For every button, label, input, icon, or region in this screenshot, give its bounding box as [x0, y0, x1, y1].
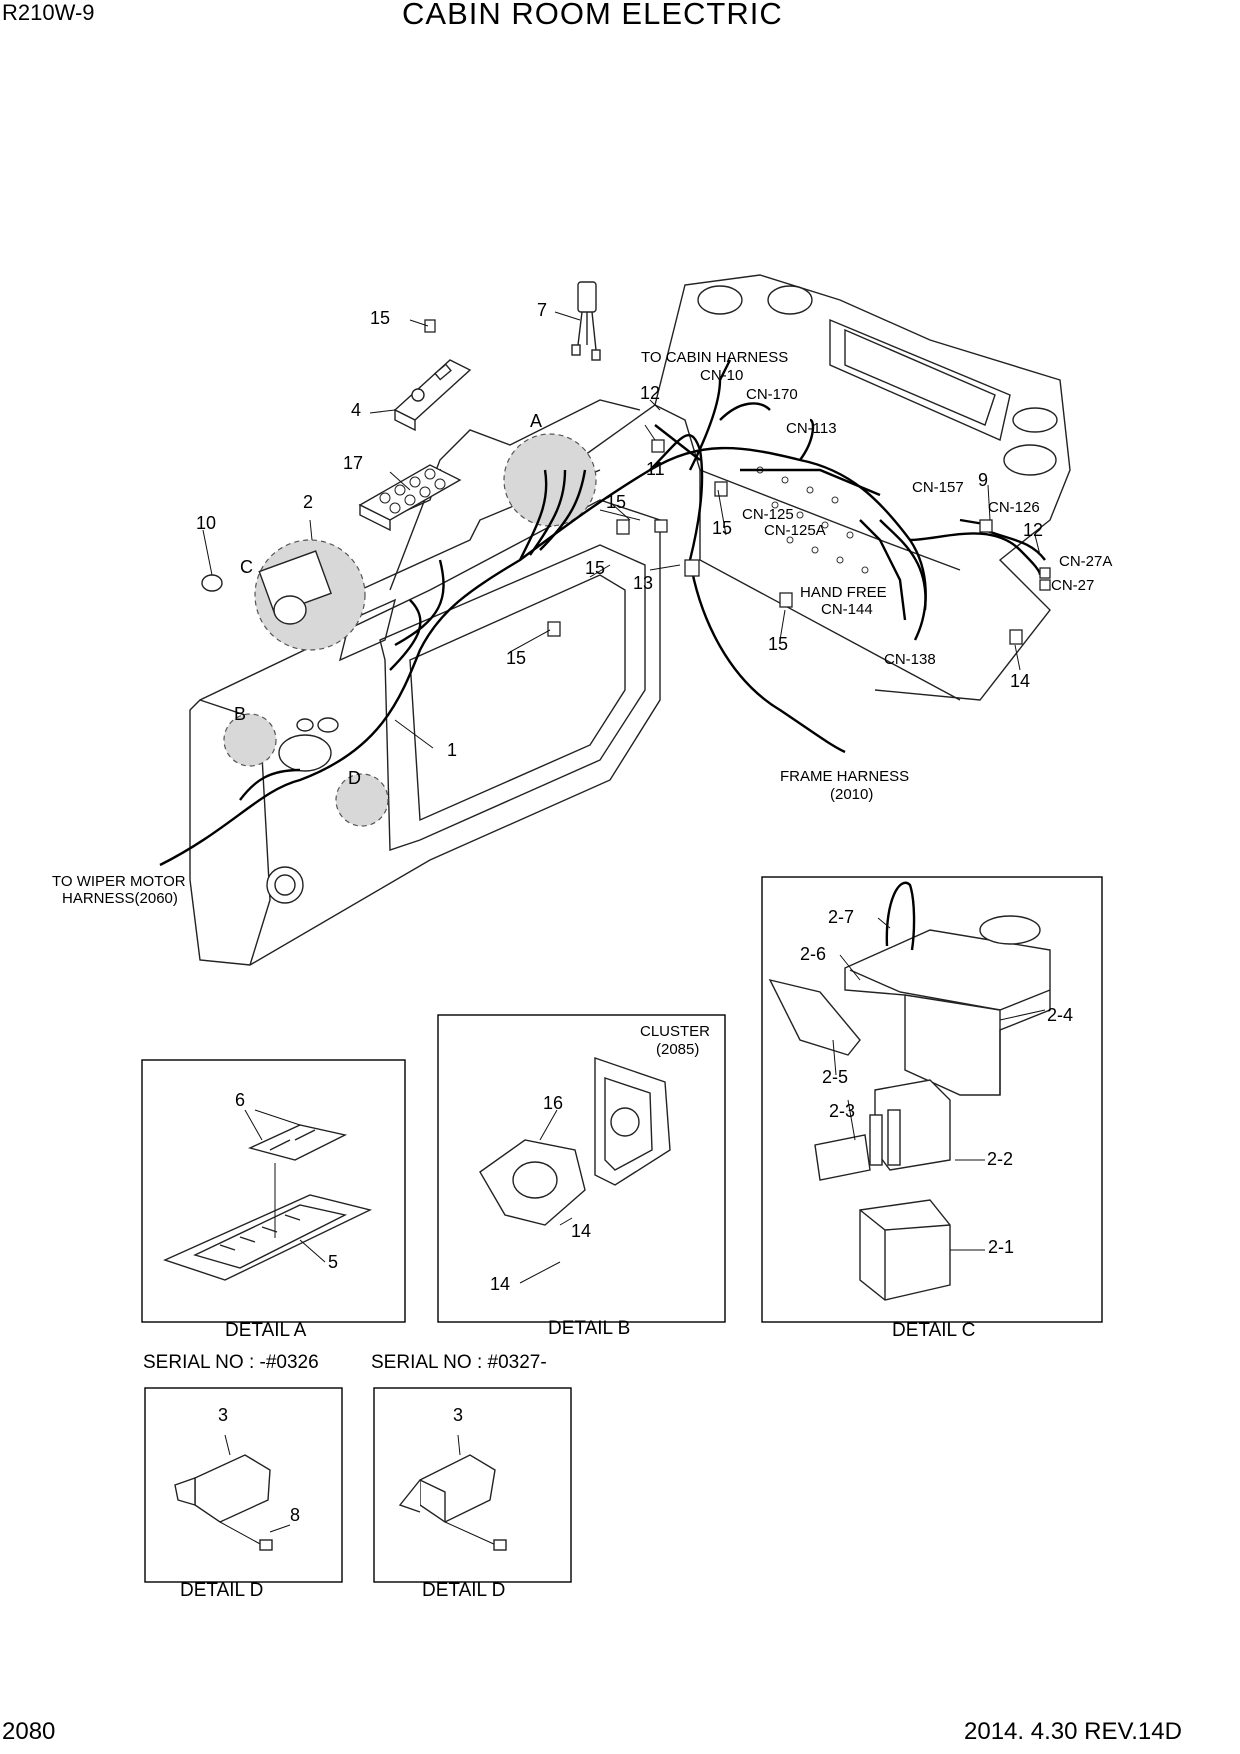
callout-2-2: 2-2: [987, 1149, 1014, 1169]
detail-b-region: [223, 713, 277, 767]
page-title: CABIN ROOM ELECTRIC: [402, 0, 783, 31]
connector-cn125a: CN-125A: [764, 522, 826, 539]
callout-8: 8: [290, 1505, 301, 1525]
detail-c-caption: DETAIL C: [892, 1320, 976, 1341]
callout-2-7: 2-7: [828, 907, 855, 927]
callout-2-6: 2-6: [800, 944, 827, 964]
wiper-harness-label-1: TO WIPER MOTOR: [52, 873, 186, 890]
page-number: 2080: [2, 1718, 56, 1745]
keypad-17: [358, 464, 462, 532]
wiper-harness-label-2: HARNESS(2060): [62, 890, 178, 907]
connector-cn125: CN-125: [742, 506, 794, 523]
callout-detail-b: B: [234, 704, 247, 724]
callout-15: 15: [768, 634, 789, 654]
callout-14: 14: [1010, 671, 1031, 691]
callout-3: 3: [453, 1405, 464, 1425]
callout-13: 13: [633, 573, 654, 593]
detail-a-art: [163, 1109, 373, 1281]
part-10-knob: [201, 574, 223, 592]
detail-b-caption: DETAIL B: [548, 1318, 631, 1339]
detail-d1-caption: DETAIL D: [180, 1580, 264, 1601]
hand-free-label: HAND FREE: [800, 584, 887, 601]
callout-2-3: 2-3: [829, 1101, 856, 1121]
callout-3: 3: [218, 1405, 229, 1425]
revision-date: 2014. 4.30 REV.14D: [964, 1718, 1182, 1745]
model-number: R210W-9: [2, 0, 95, 25]
serial-range-2: SERIAL NO : #0327-: [371, 1352, 547, 1373]
callout-15: 15: [606, 492, 627, 512]
callout-7: 7: [537, 300, 548, 320]
callout-11: 11: [646, 459, 665, 479]
callout-15: 15: [506, 648, 527, 668]
connector-cn27a: CN-27A: [1059, 553, 1113, 570]
side-console: [189, 399, 661, 966]
callout-2: 2: [303, 492, 314, 512]
cluster-label: CLUSTER: [640, 1023, 711, 1040]
callout-9: 9: [978, 470, 989, 490]
detail-a-caption: DETAIL A: [225, 1320, 307, 1341]
callout-2-1: 2-1: [988, 1237, 1015, 1257]
connector-cn126: CN-126: [988, 499, 1040, 516]
cabin-frame: [584, 274, 1071, 701]
callout-15: 15: [712, 518, 733, 538]
callout-17: 17: [343, 453, 364, 473]
serial-range-1: SERIAL NO : -#0326: [143, 1352, 319, 1373]
wire-harness: [159, 359, 1046, 867]
connector-cn10: CN-10: [700, 367, 744, 384]
detail-b-art: [479, 1057, 671, 1284]
callout-16: 16: [543, 1093, 564, 1113]
callout-2-5: 2-5: [822, 1067, 849, 1087]
callout-12: 12: [1023, 520, 1044, 540]
sensor-7: [571, 281, 601, 361]
detail-b-box: [437, 1014, 726, 1323]
connector-cn113: CN-113: [786, 420, 837, 437]
callout-detail-c: C: [240, 557, 253, 577]
detail-a-box: [141, 1059, 406, 1323]
callout-5: 5: [328, 1252, 339, 1272]
detail-d2-caption: DETAIL D: [422, 1580, 506, 1601]
connector-cn170: CN-170: [746, 386, 798, 403]
callout-10: 10: [196, 513, 217, 533]
detail-d-art: [174, 1434, 507, 1551]
leader-lines: [202, 311, 1041, 749]
callout-15: 15: [370, 308, 391, 328]
callout-6: 6: [235, 1090, 246, 1110]
callout-detail-d: D: [348, 768, 361, 788]
frame-harness-number: (2010): [830, 786, 874, 803]
callout-2-4: 2-4: [1047, 1005, 1074, 1025]
detail-c-art: [768, 881, 1051, 1301]
switch-panel-4: [393, 359, 472, 432]
connector-cn144: CN-144: [821, 601, 873, 618]
frame-harness-label: FRAME HARNESS: [780, 768, 910, 785]
callout-12: 12: [640, 383, 661, 403]
part-2-cup: [273, 595, 307, 625]
callout-4: 4: [351, 400, 362, 420]
callout-14: 14: [490, 1274, 511, 1294]
callout-1: 1: [447, 740, 458, 760]
to-cabin-harness-label: TO CABIN HARNESS: [641, 349, 789, 366]
callout-14: 14: [571, 1221, 592, 1241]
connector-cn157: CN-157: [912, 479, 964, 496]
callout-detail-a: A: [530, 411, 543, 431]
connector-cn138: CN-138: [884, 651, 936, 668]
detail-d-region: [335, 773, 389, 827]
connector-cn27: CN-27: [1051, 577, 1095, 594]
cluster-number: (2085): [656, 1041, 700, 1058]
callout-15: 15: [585, 558, 606, 578]
